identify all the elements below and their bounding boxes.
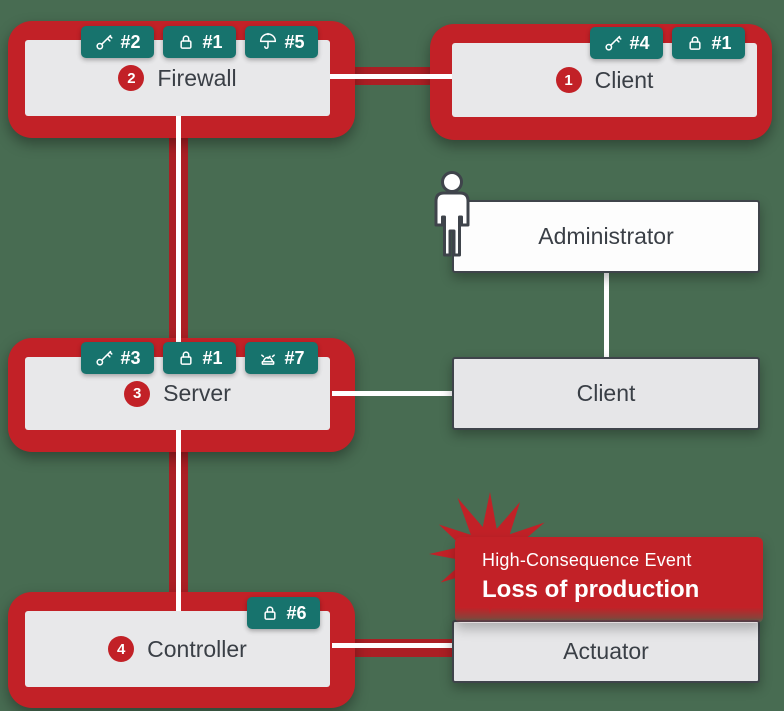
node-actuator: Actuator [452,620,760,683]
administrator-label: Administrator [538,223,674,249]
lock-icon [264,606,277,620]
server-step-badge: 3 [124,380,151,407]
badge-label: #4 [629,32,650,53]
lock-icon [180,35,193,49]
badge-lock: #1 [672,27,745,59]
umbrella-icon [260,32,277,49]
client-top-label: Client [594,66,654,93]
siren-icon [261,354,276,365]
badge-label: #1 [711,32,732,53]
connection-controller-actuator [332,643,454,648]
badge-siren: #7 [245,342,318,374]
node-controller: 4 Controller [25,611,330,687]
client-middle-label: Client [576,380,636,406]
event-subtitle: Loss of production [482,576,700,603]
badge-key: #3 [81,342,154,374]
lock-icon [180,351,193,365]
key-icon [96,350,113,366]
badge-key: #2 [81,26,154,58]
node-administrator: Administrator [452,200,760,273]
node-client-middle: Client [452,357,760,430]
connection-administrator-client [604,271,609,359]
server-label: Server [163,380,231,406]
person-icon [434,171,470,257]
controller-step-badge: 4 [108,636,135,662]
connection-server-controller [176,428,181,613]
controller-label: Controller [147,635,247,662]
badge-label: #7 [284,347,305,368]
event-title: High-Consequence Event [482,550,692,570]
lock-icon [689,36,702,50]
badge-label: #5 [284,31,305,52]
client-top-step-badge: 1 [555,67,582,93]
firewall-step-badge: 2 [118,65,145,91]
connection-server-client [332,391,454,396]
badge-lock: #1 [163,342,236,374]
badge-label: #6 [286,602,307,623]
badge-label: #3 [120,347,141,368]
badge-lock: #1 [163,26,236,58]
actuator-label: Actuator [563,638,649,664]
key-icon [96,34,113,50]
badge-umbrella: #5 [245,26,318,58]
high-consequence-event-banner: High-Consequence Event Loss of productio… [455,537,763,623]
connection-firewall-client [330,74,454,79]
badge-label: #1 [202,31,223,52]
connection-firewall-server [176,112,181,359]
key-icon [605,35,622,51]
node-firewall: 2 Firewall [25,40,330,116]
badge-lock: #6 [247,597,320,629]
badge-key: #4 [590,27,663,59]
firewall-label: Firewall [157,64,237,91]
badge-label: #2 [120,31,141,52]
badge-label: #1 [202,347,223,368]
